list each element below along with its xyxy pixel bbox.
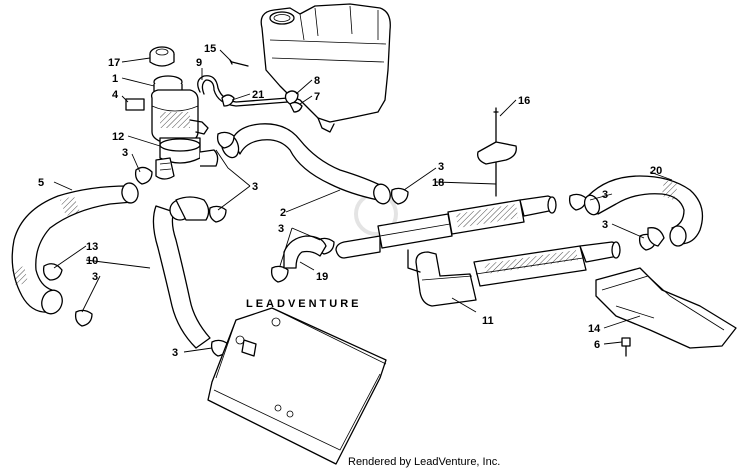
callout-3-c: 3 bbox=[438, 161, 444, 173]
hose-clamp-13 bbox=[42, 263, 63, 281]
callout-5: 5 bbox=[38, 177, 44, 189]
hose-clamp-8 bbox=[284, 90, 299, 105]
callout-14: 14 bbox=[588, 323, 601, 335]
upper-radiator-hose bbox=[220, 123, 391, 205]
callout-2: 2 bbox=[280, 207, 286, 219]
callout-16: 16 bbox=[518, 95, 530, 107]
hose-clamp-3-19 bbox=[270, 265, 289, 283]
callout-3-d: 3 bbox=[602, 189, 608, 201]
watermark-text: LEADVENTURE bbox=[246, 298, 362, 310]
callout-7: 7 bbox=[314, 91, 320, 103]
hose-clamp-3-hose2 bbox=[390, 187, 409, 205]
hose-clamp-7 bbox=[289, 101, 303, 113]
heat-exchanger-upper bbox=[335, 107, 557, 259]
callout-6: 6 bbox=[594, 339, 600, 351]
callout-21: 21 bbox=[252, 89, 264, 101]
radiator-cap bbox=[149, 46, 175, 67]
leader-lines bbox=[53, 49, 673, 353]
callout-9: 9 bbox=[196, 57, 202, 69]
callout-20: 20 bbox=[650, 165, 662, 177]
callout-13: 13 bbox=[86, 241, 98, 253]
hose-clamps bbox=[42, 131, 657, 357]
tank-mount-base bbox=[155, 137, 219, 180]
heat-exchanger-elbow bbox=[415, 251, 477, 307]
decal-label bbox=[125, 98, 145, 111]
mounting-bracket-16 bbox=[477, 141, 517, 165]
callout-3-f: 3 bbox=[278, 223, 284, 235]
callout-8: 8 bbox=[314, 75, 320, 87]
hose-clamp-3-upper bbox=[216, 131, 235, 149]
reservoir-cap bbox=[269, 11, 295, 25]
coolant-hose-5 bbox=[11, 182, 139, 315]
callout-1: 1 bbox=[112, 73, 118, 85]
mounting-bolt-15 bbox=[229, 59, 249, 67]
hose-clamp-3-mid bbox=[208, 205, 227, 223]
callout-3-e: 3 bbox=[602, 219, 608, 231]
callout-10: 10 bbox=[86, 255, 98, 267]
callout-19: 19 bbox=[316, 271, 328, 283]
callout-labels: 17 1 4 12 15 9 21 8 7 16 3 3 5 2 3 18 20… bbox=[38, 43, 662, 359]
coolant-hose-20 bbox=[583, 175, 704, 247]
callout-11: 11 bbox=[482, 315, 494, 327]
coolant-hose-19 bbox=[283, 235, 327, 269]
callout-12: 12 bbox=[112, 131, 124, 143]
coolant-hose-10 bbox=[152, 196, 211, 349]
heat-exchanger-lower bbox=[407, 241, 621, 307]
callout-3-b: 3 bbox=[252, 181, 258, 193]
hose-clamp-3-top-left bbox=[134, 166, 153, 185]
skid-plate bbox=[595, 267, 737, 349]
hose-clamp-21 bbox=[221, 94, 235, 107]
filler-neck-tank bbox=[150, 75, 209, 145]
hose-clamp-3-left-bottom bbox=[74, 309, 93, 327]
coolant-reservoir-tank bbox=[260, 3, 391, 133]
callout-3-g: 3 bbox=[92, 271, 98, 283]
hose-clamp-3-right-top bbox=[568, 193, 587, 211]
callout-3-h: 3 bbox=[172, 347, 178, 359]
skid-plate-bolt bbox=[621, 337, 631, 357]
callout-17: 17 bbox=[108, 57, 120, 69]
callout-15: 15 bbox=[204, 43, 216, 55]
radiator-panel bbox=[207, 307, 387, 465]
callout-4: 4 bbox=[112, 89, 119, 101]
render-credit: Rendered by LeadVenture, Inc. bbox=[348, 456, 501, 468]
callout-18: 18 bbox=[432, 177, 444, 189]
callout-3-a: 3 bbox=[122, 147, 128, 159]
